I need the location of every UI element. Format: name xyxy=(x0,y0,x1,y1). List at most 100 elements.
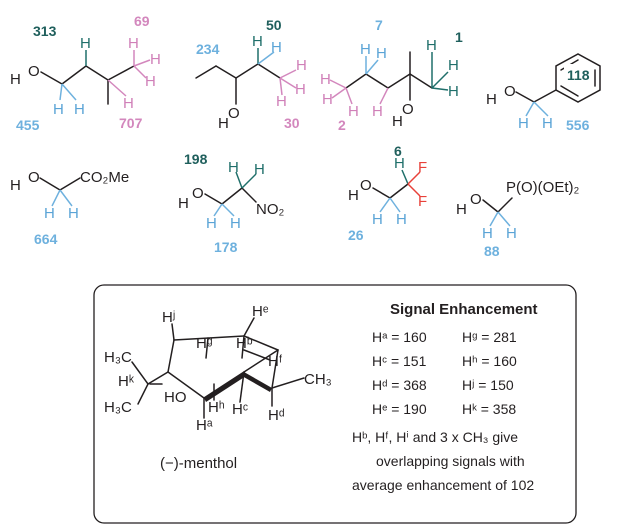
molecule-8: H O H H P(O)(OEt)₂ 88 xyxy=(456,179,579,259)
molecule-6: H O H H H H NO₂ 198 178 xyxy=(178,151,285,255)
enhancement-label: 455 xyxy=(16,117,40,133)
molecule-5: H O H H CO₂Me 664 xyxy=(10,169,129,247)
atom-f: F xyxy=(418,193,427,210)
atom-h: H xyxy=(145,73,156,90)
enhancement-label: 178 xyxy=(214,239,238,255)
atom-h: H xyxy=(448,83,459,100)
enhancement-note: Hᵇ, Hᶠ, Hⁱ and 3 x CH₃ give xyxy=(352,429,518,445)
enhancement-label: 556 xyxy=(566,117,590,133)
atom-h: H xyxy=(74,101,85,118)
atom-h: H xyxy=(482,225,493,242)
enhancement-label: 2 xyxy=(338,117,346,133)
atom-h: H xyxy=(44,205,55,222)
atom-h: H xyxy=(10,177,21,194)
atom-h: H xyxy=(360,41,371,58)
enhancement-cell: Hᵍ = 281 xyxy=(462,329,517,345)
molecule-2: H O H H H H H 234 50 30 xyxy=(195,17,307,132)
atom-h: H xyxy=(348,103,359,120)
h-e-label: Hᵉ xyxy=(252,303,269,320)
atom-h: H xyxy=(372,211,383,228)
atom-h: H xyxy=(206,215,217,232)
atom-h: H xyxy=(150,51,161,68)
h-b-label: Hᵇ xyxy=(236,335,253,352)
atom-o: O xyxy=(360,177,372,194)
ester-group: CO₂Me xyxy=(80,169,129,186)
enhancement-note: overlapping signals with xyxy=(376,453,525,469)
enhancement-label: 198 xyxy=(184,151,208,167)
enhancement-cell: Hᵈ = 368 xyxy=(372,377,427,393)
h-j-label: Hʲ xyxy=(162,309,175,326)
atom-h: H xyxy=(376,45,387,62)
enhancement-cell: Hᵃ = 160 xyxy=(372,329,427,345)
enhancement-title: Signal Enhancement xyxy=(390,301,538,318)
enhancement-label: 313 xyxy=(33,23,57,39)
ho-label: HO xyxy=(164,389,187,406)
atom-h: H xyxy=(53,101,64,118)
enhancement-label: 30 xyxy=(284,115,300,131)
h-f-label: Hᶠ xyxy=(268,353,283,370)
enhancement-label: 88 xyxy=(484,243,500,259)
atom-h: H xyxy=(542,115,553,132)
atom-h: H xyxy=(230,215,241,232)
atom-h: H xyxy=(254,161,265,178)
h3c-top: H₃C xyxy=(104,349,132,366)
atom-h: H xyxy=(10,71,21,88)
menthol-name: (−)-menthol xyxy=(160,455,237,472)
enhancement-cell: Hʰ = 160 xyxy=(462,353,517,369)
enhancement-label: 118 xyxy=(567,67,590,83)
atom-h: H xyxy=(295,81,306,98)
atom-h: H xyxy=(252,33,263,50)
enhancement-label: 26 xyxy=(348,227,364,243)
enhancement-cell: Hʲ = 150 xyxy=(462,377,514,393)
enhancement-table: Signal Enhancement Hᵃ = 160 Hᵍ = 281 Hᶜ … xyxy=(352,301,538,493)
atom-h: H xyxy=(486,91,497,108)
atom-h: H xyxy=(372,103,383,120)
atom-o: O xyxy=(192,185,204,202)
atom-h: H xyxy=(392,113,403,130)
atom-h: H xyxy=(276,93,287,110)
molecule-1: H O H H H H H H H 313 69 455 707 xyxy=(10,13,161,133)
atom-h: H xyxy=(396,211,407,228)
h-d-label: Hᵈ xyxy=(268,407,285,424)
h-c-label: Hᶜ xyxy=(232,401,248,418)
h-h-label: Hʰ xyxy=(208,399,225,416)
atom-h: H xyxy=(518,115,529,132)
h-a-label: Hᵃ xyxy=(196,417,213,434)
enhancement-cell: Hᵉ = 190 xyxy=(372,401,427,417)
atom-h: H xyxy=(228,159,239,176)
atom-h: H xyxy=(448,57,459,74)
molecule-7: H O H F F H H 6 26 xyxy=(348,143,427,243)
h-g-label: Hᵍ xyxy=(196,335,213,352)
enhancement-label: 6 xyxy=(394,143,402,159)
molecule-3: H H H H H H H H H H O 7 1 2 xyxy=(320,17,463,133)
enhancement-label: 7 xyxy=(375,17,383,33)
atom-h: H xyxy=(426,37,437,54)
atom-h: H xyxy=(394,155,405,172)
phosphonate-group: P(O)(OEt)₂ xyxy=(506,179,579,196)
atom-o: O xyxy=(28,169,40,186)
atom-h: H xyxy=(456,201,467,218)
enhancement-label: 234 xyxy=(196,41,220,57)
atom-o: O xyxy=(504,83,516,100)
atom-h: H xyxy=(348,187,359,204)
atom-h: H xyxy=(68,205,79,222)
atom-o: O xyxy=(402,101,414,118)
enhancement-label: 50 xyxy=(266,17,282,33)
atom-o: O xyxy=(470,191,482,208)
atom-h: H xyxy=(322,91,333,108)
enhancement-label: 707 xyxy=(119,115,143,131)
atom-h: H xyxy=(178,195,189,212)
enhancement-label: 664 xyxy=(34,231,58,247)
atom-o: O xyxy=(28,63,40,80)
atom-h: H xyxy=(320,71,331,88)
atom-o: O xyxy=(228,105,240,122)
enhancement-cell: Hᵏ = 358 xyxy=(462,401,516,417)
atom-h: H xyxy=(271,39,282,56)
menthol-panel xyxy=(93,284,577,524)
menthol-structure: Hʲ Hᵍ Hᵉ Hᵇ Hᶠ Hᵏ Hʰ Hᶜ Hᵈ Hᵃ H₃C H₃C CH… xyxy=(104,303,332,472)
h3c-bottom: H₃C xyxy=(104,399,132,416)
h-k-label: Hᵏ xyxy=(118,373,135,390)
atom-h: H xyxy=(128,35,139,52)
molecule-4: H O H H 118 556 xyxy=(486,53,601,133)
